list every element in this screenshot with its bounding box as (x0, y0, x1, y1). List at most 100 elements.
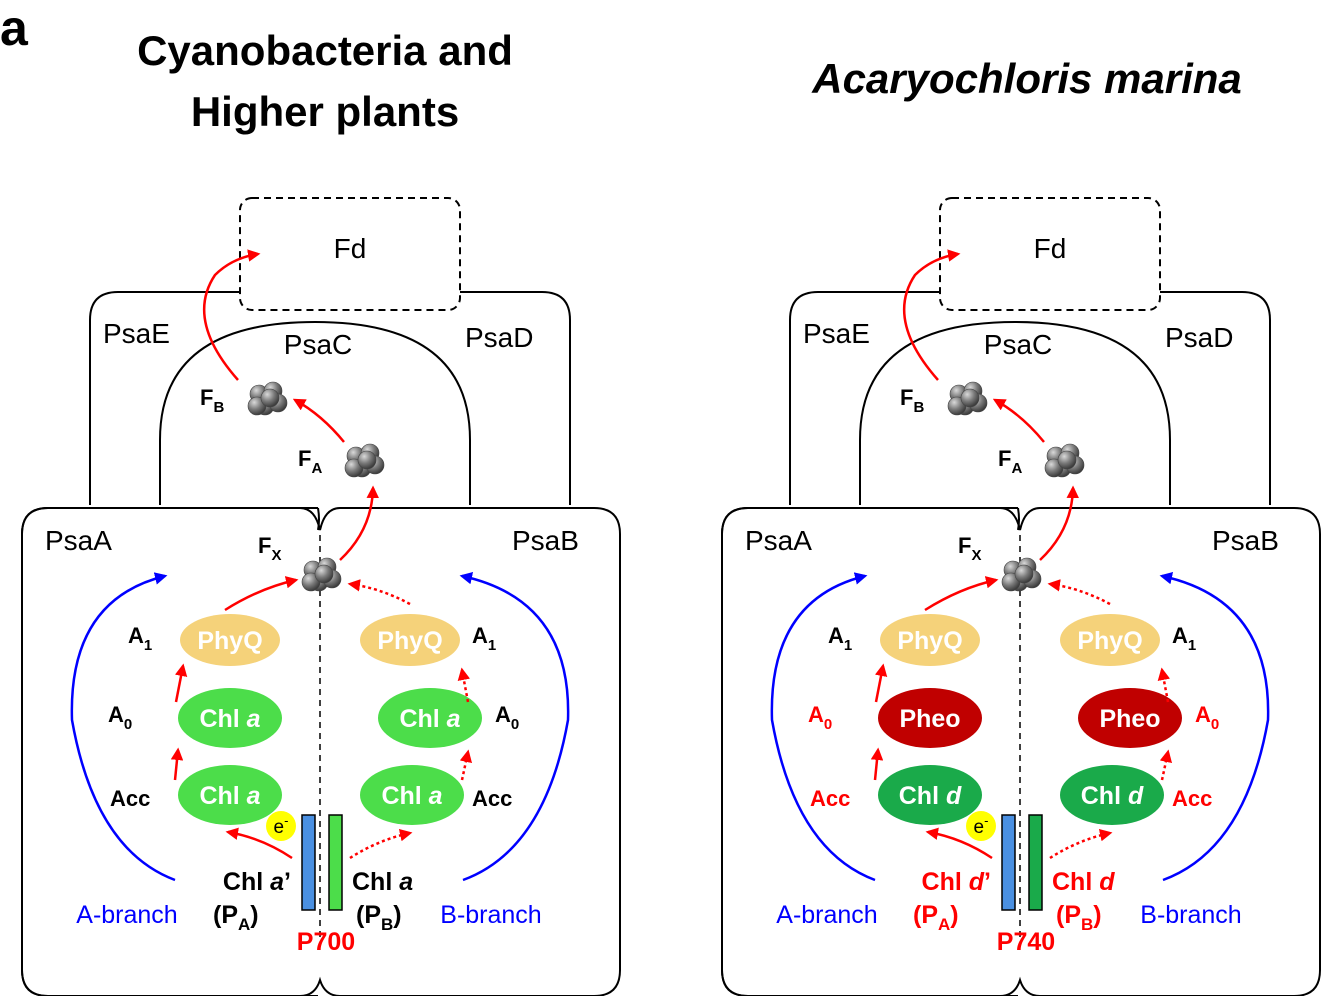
fe-s-sphere (1057, 450, 1077, 470)
fe-s-sphere (260, 388, 280, 408)
a0-label-a: A0 (808, 702, 832, 733)
fb-to-fd-arrow (202, 249, 261, 381)
a1-to-fx-arrow-b (1047, 579, 1111, 606)
pb-bar (328, 814, 343, 911)
fx-label: FX (958, 533, 981, 564)
b-branch-arc (459, 572, 570, 882)
a1-phyq-b (360, 614, 460, 666)
psac-label: PsaC (284, 329, 352, 360)
pa-bar (1001, 814, 1016, 911)
psad-label: PsaD (465, 322, 533, 353)
psab-label: PsaB (512, 525, 579, 556)
psad-label: PsaD (1165, 322, 1233, 353)
a-branch-arc (770, 572, 876, 882)
fx-cluster (301, 557, 342, 592)
a1-to-fx-arrow-b (347, 579, 411, 606)
a1-to-fx-arrow-a (224, 576, 299, 612)
pb-bar (1028, 814, 1043, 911)
pb-to-acc-arrow (349, 829, 413, 860)
fb-cluster (247, 381, 288, 416)
pa-name: Chl d’ (922, 868, 991, 896)
a0-molecule-b (1078, 688, 1182, 748)
fa-label: FA (998, 446, 1022, 477)
panel-letter: a (0, 0, 29, 56)
fx-to-fa-arrow (1039, 485, 1080, 561)
acc-mol-label-b: Chl a (381, 782, 442, 810)
a0-mol-label-a: Pheo (899, 705, 960, 733)
acc-mol-label-a: Chl a (199, 782, 260, 810)
a0-to-a1-arrow-a (174, 663, 188, 703)
a0-mol-label-b: Chl a (399, 705, 460, 733)
pa-to-acc-arrow (225, 827, 293, 860)
fb-label: FB (200, 385, 224, 416)
fa-label: FA (298, 446, 322, 477)
acc-mol-label-a: Chl d (899, 782, 962, 810)
a1-label-b: A1 (1172, 623, 1196, 654)
acc-mol-label-b: Chl d (1081, 782, 1144, 810)
a1-label-a: A1 (828, 623, 852, 654)
a1-label-b: A1 (472, 623, 496, 654)
b-branch-label: B-branch (1140, 901, 1241, 929)
fa-to-fb-arrow (992, 398, 1045, 443)
electron-icon (266, 811, 296, 841)
phyq-label-a: PhyQ (897, 627, 962, 655)
acc-molecule-a (178, 765, 282, 825)
psae-label: PsaE (803, 318, 870, 349)
a1-phyq-a (880, 614, 980, 666)
a0-molecule-a (878, 688, 982, 748)
fb-to-fd-arrow (902, 249, 961, 381)
psaa-psab-outline (721, 507, 1321, 996)
psae-psad-outline (789, 291, 1271, 505)
psae-label: PsaE (103, 318, 170, 349)
psab-label: PsaB (1212, 525, 1279, 556)
pa-bar (301, 814, 316, 911)
panel-title: Higher plants (191, 88, 459, 135)
acc-to-a0-arrow-a (870, 747, 884, 781)
a0-molecule-a (178, 688, 282, 748)
fb-label: FB (900, 385, 924, 416)
fd-label: Fd (1034, 233, 1067, 264)
a-branch-arc (70, 572, 176, 882)
fe-s-sphere (960, 388, 980, 408)
psae-psad-outline (89, 291, 571, 505)
fd-box (939, 197, 1161, 311)
panel-title: Cyanobacteria and (137, 27, 513, 74)
reaction-center-label: P740 (997, 928, 1055, 956)
acc-molecule-b (1060, 765, 1164, 825)
fx-to-fa-arrow (339, 485, 380, 561)
a-branch-label: A-branch (76, 901, 177, 929)
fx-cluster (1001, 557, 1042, 592)
pa-name: Chl a’ (223, 868, 291, 896)
phyq-label-b: PhyQ (377, 627, 442, 655)
acc-to-a0-arrow-b (1159, 749, 1173, 781)
b-branch-label: B-branch (440, 901, 541, 929)
a1-label-a: A1 (128, 623, 152, 654)
electron-icon (966, 811, 996, 841)
a0-molecule-b (378, 688, 482, 748)
fd-label: Fd (334, 233, 367, 264)
acc-label-b: Acc (472, 786, 512, 811)
a-branch-label: A-branch (776, 901, 877, 929)
pa-id: (PA) (213, 901, 259, 934)
b-branch-arc (1159, 572, 1270, 882)
fe-s-sphere (1014, 564, 1034, 584)
pb-to-acc-arrow (1049, 829, 1113, 860)
pb-name: Chl d (1052, 868, 1115, 896)
reaction-center-label: P700 (297, 928, 355, 956)
a0-mol-label-a: Chl a (199, 705, 260, 733)
pb-id: (PB) (356, 901, 402, 934)
a0-label-b: A0 (1195, 702, 1219, 733)
a0-label-a: A0 (108, 702, 132, 733)
phyq-label-a: PhyQ (197, 627, 262, 655)
fa-cluster (1044, 443, 1085, 478)
a1-to-fx-arrow-a (924, 576, 999, 612)
acc-to-a0-arrow-b (459, 749, 473, 781)
a0-label-b: A0 (495, 702, 519, 733)
psaa-psab-outline (21, 507, 621, 996)
pb-id: (PB) (1056, 901, 1102, 934)
panel-title: Acaryochloris marina (811, 55, 1242, 102)
psac-label: PsaC (984, 329, 1052, 360)
fb-cluster (947, 381, 988, 416)
